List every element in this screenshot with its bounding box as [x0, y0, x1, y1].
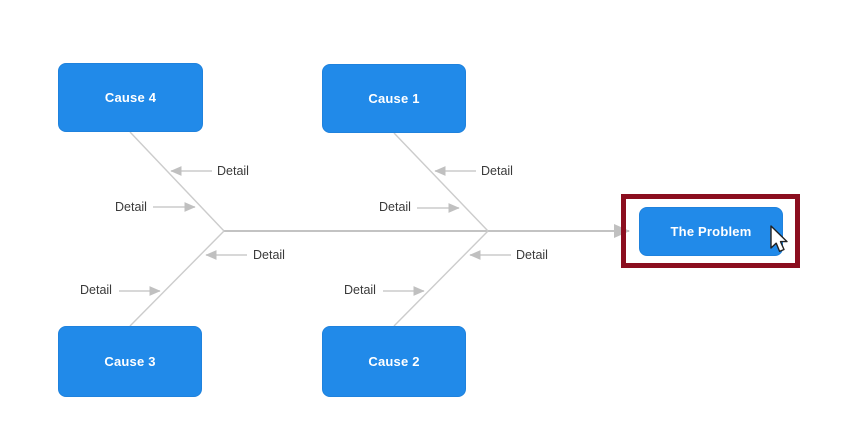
detail-label[interactable]: Detail: [379, 200, 411, 214]
detail-label[interactable]: Detail: [115, 200, 147, 214]
cause-2-node[interactable]: Cause 2: [322, 326, 466, 397]
cause-3-node[interactable]: Cause 3: [58, 326, 202, 397]
cause-2-bone: [393, 230, 489, 327]
detail-label[interactable]: Detail: [516, 248, 548, 262]
problem-node[interactable]: The Problem: [639, 207, 783, 256]
cause-4-node[interactable]: Cause 4: [58, 63, 203, 132]
detail-label[interactable]: Detail: [80, 283, 112, 297]
detail-label[interactable]: Detail: [253, 248, 285, 262]
detail-label[interactable]: Detail: [217, 164, 249, 178]
cause-4-bone: [129, 131, 225, 232]
detail-label[interactable]: Detail: [344, 283, 376, 297]
cause-3-bone: [129, 230, 225, 327]
cause-1-bone: [393, 132, 489, 232]
detail-label[interactable]: Detail: [481, 164, 513, 178]
cause-1-node[interactable]: Cause 1: [322, 64, 466, 133]
